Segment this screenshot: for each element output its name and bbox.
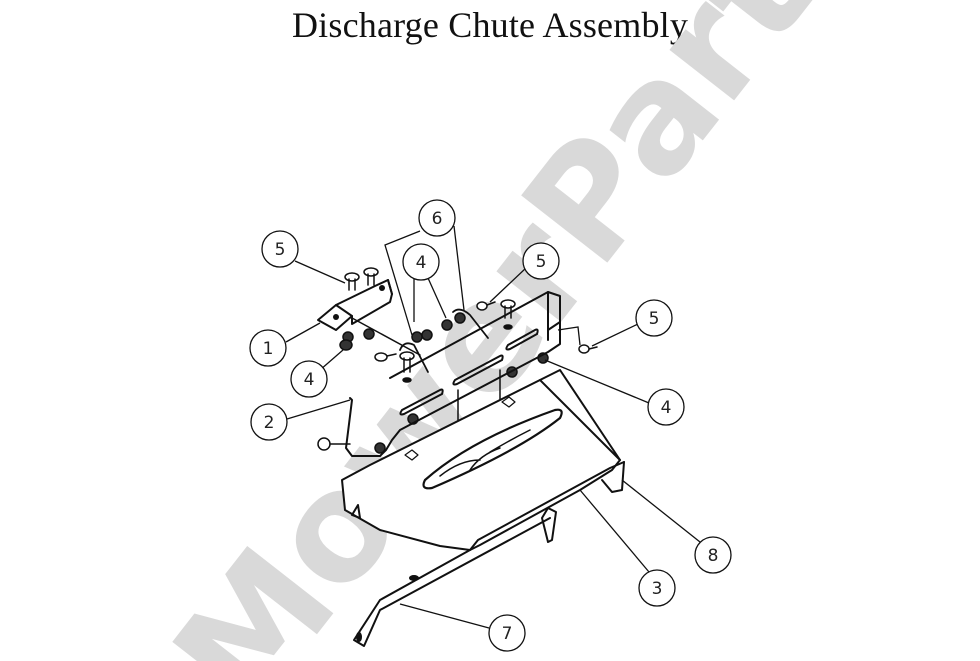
svg-text:6: 6: [432, 209, 443, 229]
svg-text:4: 4: [661, 398, 672, 418]
callout-8: 8: [694, 536, 732, 574]
part-1-bracket: [317, 279, 421, 356]
callout-5b: 5: [522, 242, 560, 280]
svg-text:7: 7: [502, 624, 513, 644]
callout-4b: 4: [290, 360, 328, 398]
svg-text:2: 2: [264, 413, 275, 433]
callout-5c: 5: [635, 299, 673, 337]
callout-4c: 4: [647, 388, 685, 426]
svg-text:1: 1: [263, 339, 274, 359]
svg-text:4: 4: [416, 253, 427, 273]
svg-text:5: 5: [649, 309, 660, 329]
svg-text:3: 3: [652, 579, 663, 599]
part-7-arm: [353, 507, 557, 647]
part-8-tab: [601, 461, 625, 493]
part-3-chute: [341, 369, 625, 551]
callout-5a: 5: [261, 230, 299, 268]
callout-2: 2: [250, 403, 288, 441]
svg-text:4: 4: [304, 370, 315, 390]
callout-7: 7: [488, 614, 526, 652]
callout-4a: 4: [402, 243, 440, 281]
callout-3: 3: [638, 569, 676, 607]
callout-6: 6: [418, 199, 456, 237]
page-title: Discharge Chute Assembly: [291, 5, 689, 45]
callout-1: 1: [249, 329, 287, 367]
part-2-plate: [345, 291, 561, 457]
svg-text:8: 8: [708, 546, 719, 566]
svg-text:5: 5: [275, 240, 286, 260]
part-6-tabs: [399, 308, 489, 373]
svg-text:5: 5: [536, 252, 547, 272]
